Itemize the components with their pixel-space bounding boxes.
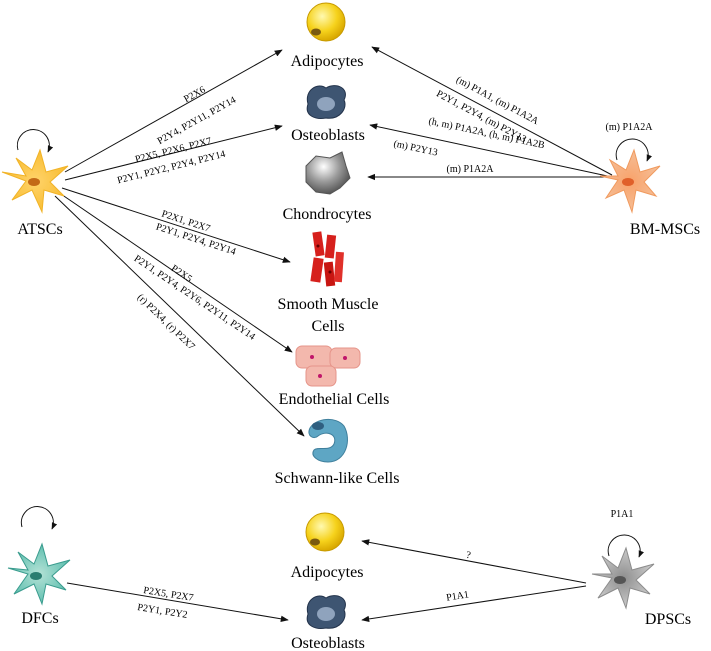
arrow-atscs-osteoblasts (64, 124, 283, 181)
arrow-bmmscs-osteoblasts (369, 123, 613, 178)
label-adipocytes-bottom: Adipocytes (291, 564, 364, 581)
arrow-atscs-smooth-muscle (61, 187, 291, 263)
label-chondrocytes: Chondrocytes (283, 206, 372, 223)
self-renewal-label-dpscs: P1A1 (611, 509, 634, 520)
label-bm-mscs: BM-MSCs (630, 221, 700, 238)
arrow-dfcs-osteoblasts (66, 582, 289, 622)
edge-label-bm-chondro: (m) P1A2A (447, 164, 495, 175)
arrow-atscs-adipocytes (64, 49, 283, 173)
edge-label-atscs-adipo-top: P2X6 (182, 84, 207, 105)
label-dfcs: DFCs (21, 610, 58, 627)
dfcs-cell-icon (7, 542, 71, 606)
edge-label-dfcs-osteo-top: P2X5, P2X7 (143, 585, 195, 604)
self-renewal-arrow-dpscs (607, 534, 644, 558)
atscs-cell-icon (1, 148, 69, 214)
label-atscs: ATSCs (17, 221, 62, 238)
label-smooth-muscle-line2: Cells (312, 318, 345, 335)
osteoblast-icon (306, 85, 346, 119)
arrow-dpscs-osteoblasts (361, 585, 587, 623)
label-osteoblasts: Osteoblasts (291, 127, 365, 144)
dpscs-cell-icon (591, 546, 655, 610)
adipocyte-icon-bottom (305, 512, 345, 552)
self-renewal-arrow-dfcs (20, 506, 58, 530)
label-smooth-muscle-line1: Smooth Muscle (278, 296, 379, 313)
chondrocyte-icon (305, 151, 351, 195)
endothelial-icon (295, 345, 361, 387)
arrow-atscs-endothelial (57, 191, 293, 353)
arrow-dpscs-adipocytes (361, 539, 587, 584)
label-dpscs: DPSCs (645, 611, 691, 628)
adipocyte-icon (306, 2, 346, 42)
edge-label-bm-osteo-bottom: (m) P2Y13 (392, 139, 438, 159)
label-osteoblasts-bottom: Osteoblasts (291, 635, 365, 651)
edge-label-dpscs-adipo: ? (465, 550, 472, 562)
self-renewal-label-bm-mscs: (m) P1A2A (606, 122, 654, 133)
osteoblast-icon-bottom (306, 595, 346, 629)
self-renewal-arrow-bm-mscs (615, 138, 652, 162)
edge-label-dpscs-osteo: P1A1 (445, 589, 469, 603)
label-endothelial: Endothelial Cells (279, 391, 390, 408)
arrow-atscs-schwann (54, 195, 305, 437)
self-renewal-arrow-atscs (16, 129, 54, 153)
edge-label-atscs-endo-bottom: P2Y1, P2Y4, P2Y6, P2Y11, P2Y14 (132, 253, 257, 342)
arrow-bmmscs-adipocytes (371, 46, 613, 176)
edge-label-atscs-schwann: (r) P2X4, (r) P2X7 (135, 292, 197, 352)
label-adipocytes: Adipocytes (291, 53, 364, 70)
smooth-muscle-icon (310, 231, 344, 287)
schwann-cell-icon (308, 419, 348, 463)
edge-label-dfcs-osteo-bottom: P2Y1, P2Y2 (137, 602, 189, 621)
bm-mscs-cell-icon (599, 148, 661, 214)
label-schwann: Schwann-like Cells (275, 470, 400, 487)
